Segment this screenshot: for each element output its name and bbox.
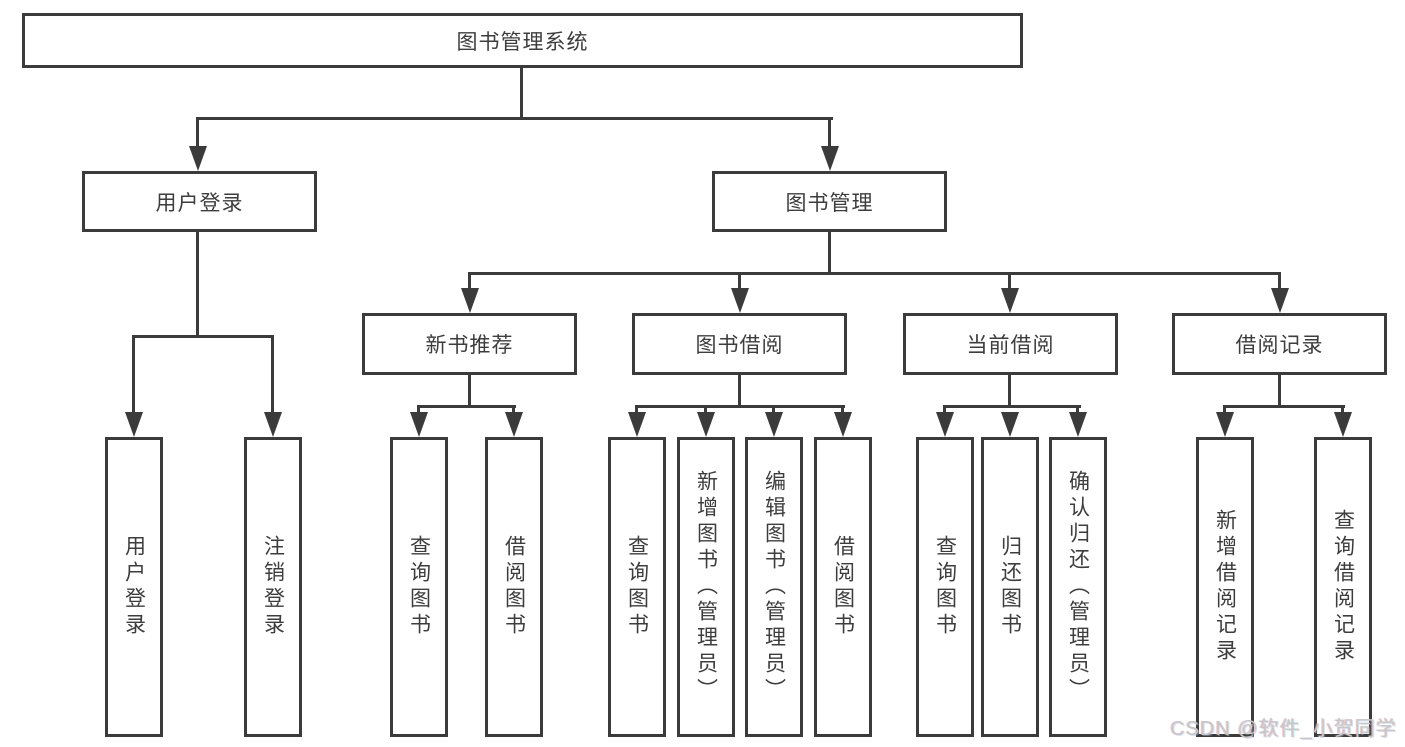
connector-line xyxy=(132,335,135,415)
leaf-user-login: 用户登录 xyxy=(105,437,163,737)
connector-line xyxy=(1278,375,1281,408)
arrow-down-icon xyxy=(125,412,143,437)
arrow-down-icon xyxy=(1334,412,1352,437)
leaf-user-login-label: 用户登录 xyxy=(122,535,146,639)
arrow-down-icon xyxy=(1271,288,1289,313)
node-book-management-label: 图书管理 xyxy=(785,191,874,215)
connector-line xyxy=(468,273,471,293)
leaf-query-books-recommend-label: 查询图书 xyxy=(407,535,431,639)
leaf-borrow-books-label: 借阅图书 xyxy=(831,535,855,639)
connector-line xyxy=(196,232,199,338)
node-borrow-records-label: 借阅记录 xyxy=(1235,334,1324,357)
arrow-down-icon xyxy=(1001,288,1019,313)
arrow-down-icon xyxy=(505,412,523,437)
leaf-return-book: 归还图书 xyxy=(981,437,1039,737)
leaf-confirm-return-admin: 确认归还（管理员） xyxy=(1049,437,1107,737)
leaf-borrow-books-recommend: 借阅图书 xyxy=(485,437,543,737)
connector-line xyxy=(943,405,946,416)
leaf-add-book-admin: 新增图书（管理员） xyxy=(677,437,735,737)
leaf-query-borrow-record: 查询借阅记录 xyxy=(1314,437,1372,737)
connector-line xyxy=(1008,273,1011,293)
connector-line xyxy=(468,272,1281,275)
leaf-edit-book-admin: 编辑图书（管理员） xyxy=(745,437,803,737)
connector-line xyxy=(520,68,523,118)
leaf-edit-book-admin-label: 编辑图书（管理员） xyxy=(762,470,786,704)
connector-line xyxy=(196,117,833,120)
connector-line xyxy=(828,232,831,275)
connector-line xyxy=(1223,405,1345,408)
node-book-management: 图书管理 xyxy=(712,171,947,232)
leaf-return-book-label: 归还图书 xyxy=(998,535,1022,639)
node-new-book-recommend: 新书推荐 xyxy=(362,313,577,375)
connector-line xyxy=(512,405,515,416)
leaf-query-books-borrow-label: 查询图书 xyxy=(625,535,649,639)
node-user-login-label: 用户登录 xyxy=(155,191,244,215)
node-current-borrow-label: 当前借阅 xyxy=(966,334,1055,357)
leaf-query-books-recommend: 查询图书 xyxy=(390,437,448,737)
connector-line xyxy=(1008,375,1011,408)
connector-line xyxy=(417,405,420,416)
node-current-borrow: 当前借阅 xyxy=(903,313,1118,375)
arrow-down-icon xyxy=(410,412,428,437)
node-book-borrow: 图书借阅 xyxy=(632,313,847,375)
leaf-query-borrow-record-label: 查询借阅记录 xyxy=(1331,509,1355,665)
arrow-down-icon xyxy=(189,146,207,171)
node-user-login: 用户登录 xyxy=(82,171,317,232)
connector-line xyxy=(943,405,1081,408)
leaf-add-book-admin-label: 新增图书（管理员） xyxy=(694,470,718,704)
arrow-down-icon xyxy=(628,412,646,437)
leaf-query-books-current: 查询图书 xyxy=(916,437,974,737)
arrow-down-icon xyxy=(264,412,282,437)
connector-line xyxy=(1076,405,1079,416)
connector-line xyxy=(635,405,638,416)
leaf-add-borrow-record: 新增借阅记录 xyxy=(1196,437,1254,737)
node-book-borrow-label: 图书借阅 xyxy=(695,334,784,357)
connector-line xyxy=(738,273,741,293)
connector-line xyxy=(1223,405,1226,416)
leaf-logout: 注销登录 xyxy=(244,437,302,737)
connector-line xyxy=(1278,273,1281,293)
connector-line xyxy=(417,405,516,408)
node-new-book-recommend-label: 新书推荐 xyxy=(425,334,514,357)
arrow-down-icon xyxy=(1069,412,1087,437)
arrow-down-icon xyxy=(1001,412,1019,437)
node-root-label: 图书管理系统 xyxy=(456,30,589,54)
arrow-down-icon xyxy=(765,412,783,437)
connector-line xyxy=(132,335,274,338)
connector-line xyxy=(468,375,471,408)
arrow-down-icon xyxy=(936,412,954,437)
connector-line xyxy=(635,405,845,408)
connector-line xyxy=(841,405,844,416)
leaf-query-books-current-label: 查询图书 xyxy=(933,535,957,639)
leaf-query-books-borrow: 查询图书 xyxy=(608,437,666,737)
connector-line xyxy=(738,375,741,408)
leaf-borrow-books: 借阅图书 xyxy=(814,437,872,737)
leaf-add-borrow-record-label: 新增借阅记录 xyxy=(1213,509,1237,665)
node-borrow-records: 借阅记录 xyxy=(1172,313,1387,375)
arrow-down-icon xyxy=(697,412,715,437)
arrow-down-icon xyxy=(461,288,479,313)
arrow-down-icon xyxy=(1216,412,1234,437)
connector-line xyxy=(704,405,707,416)
leaf-logout-label: 注销登录 xyxy=(261,535,285,639)
connector-line xyxy=(772,405,775,416)
node-root: 图书管理系统 xyxy=(22,13,1023,68)
connector-line xyxy=(828,118,831,150)
leaf-confirm-return-admin-label: 确认归还（管理员） xyxy=(1066,470,1090,704)
arrow-down-icon xyxy=(834,412,852,437)
csdn-watermark: CSDN @软件_小贺同学 xyxy=(1170,718,1397,740)
connector-line xyxy=(1341,405,1344,416)
arrow-down-icon xyxy=(821,146,839,171)
connector-line xyxy=(271,335,274,415)
connector-line xyxy=(196,118,199,150)
leaf-borrow-books-recommend-label: 借阅图书 xyxy=(502,535,526,639)
arrow-down-icon xyxy=(731,288,749,313)
